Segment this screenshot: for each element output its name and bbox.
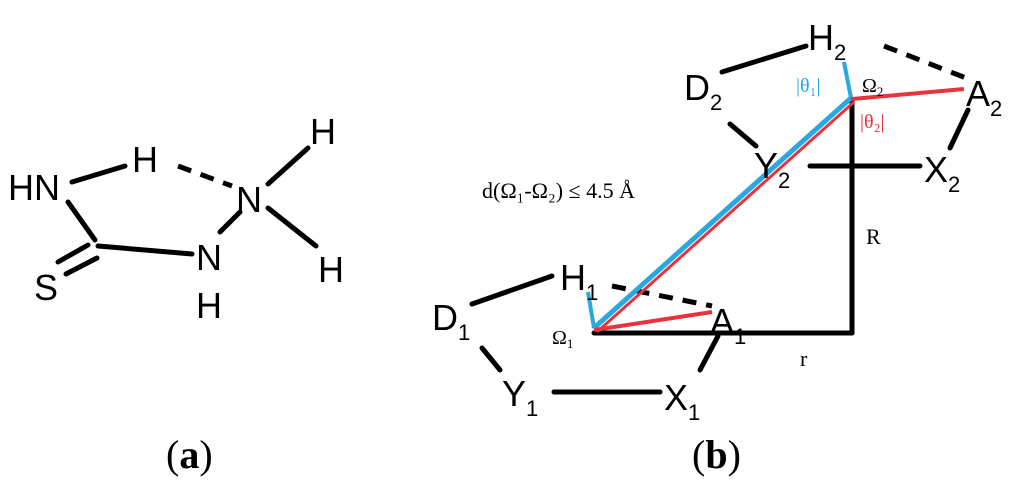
ring1-hbond-h1-a1 [611,283,713,309]
omega-omega-line-blue [592,96,853,330]
bond-c-s-1 [55,242,91,265]
bond-n-h-upper [265,145,311,187]
atom-a1: A1 [710,301,746,349]
bond-hn-h [69,163,128,185]
atom-nh-h: H [196,285,222,326]
bond-n-h-lower [265,205,319,249]
distance-label: d(Ω₁-Ω₂) ≤ 4.5 Å [482,178,635,203]
omega-omega-line-red [595,100,856,334]
ring2-d2-y2 [727,121,759,149]
omega1-vector-blue [586,291,596,329]
ring2-d2-h2 [719,43,809,75]
atom-x1: X1 [664,377,700,425]
omega1-label: Ω1 [552,327,573,351]
bond-nh-n [217,209,243,235]
atom-h2: H2 [808,17,846,65]
atom-d2: D2 [684,67,722,115]
theta2-vector-red [851,87,965,101]
panel-b: H2 D2 A2 Y2 X2 H1 D1 A1 Y1 X1 [432,17,1002,477]
atom-y2: Y2 [754,145,790,193]
atom-y1: Y1 [502,373,538,421]
theta1-label: |θ₁| [796,75,821,97]
atom-a2: A2 [966,73,1002,121]
atom-h-top: H [132,139,158,180]
hbond-h-n [177,163,233,189]
bond-c-nh [95,243,195,257]
panel-a: HN H N H H N H S (a) [8,111,344,477]
theta2-label: |θ₂| [860,111,885,133]
ring2-hbond-h2-a2 [883,43,967,81]
atom-d1: D1 [432,297,470,345]
atom-hn: HN [8,167,60,208]
ring1-a1-x1 [697,333,721,373]
ring1-d1-h1 [469,273,555,307]
ring1-d1-y1 [479,345,503,373]
r-label: r [800,346,808,371]
bond-c-s-2 [63,255,100,277]
atom-nh-n: N [196,237,222,278]
atom-n-right: N [236,179,262,220]
bond-hn-c [65,199,98,243]
theta1-vector-blue [842,61,853,99]
omega2-label: Ω2 [862,75,883,99]
atom-s: S [34,267,58,308]
atom-h-lower-right: H [318,249,344,290]
caption-b: (b) [692,432,741,477]
atom-h1: H1 [560,257,598,305]
ring2-a2-x2 [947,107,971,151]
R-label: R [866,224,881,249]
atom-h-upper-right: H [310,111,336,152]
caption-a: (a) [166,432,213,477]
atom-x2: X2 [924,149,960,197]
omega1-vector-red [593,310,713,332]
